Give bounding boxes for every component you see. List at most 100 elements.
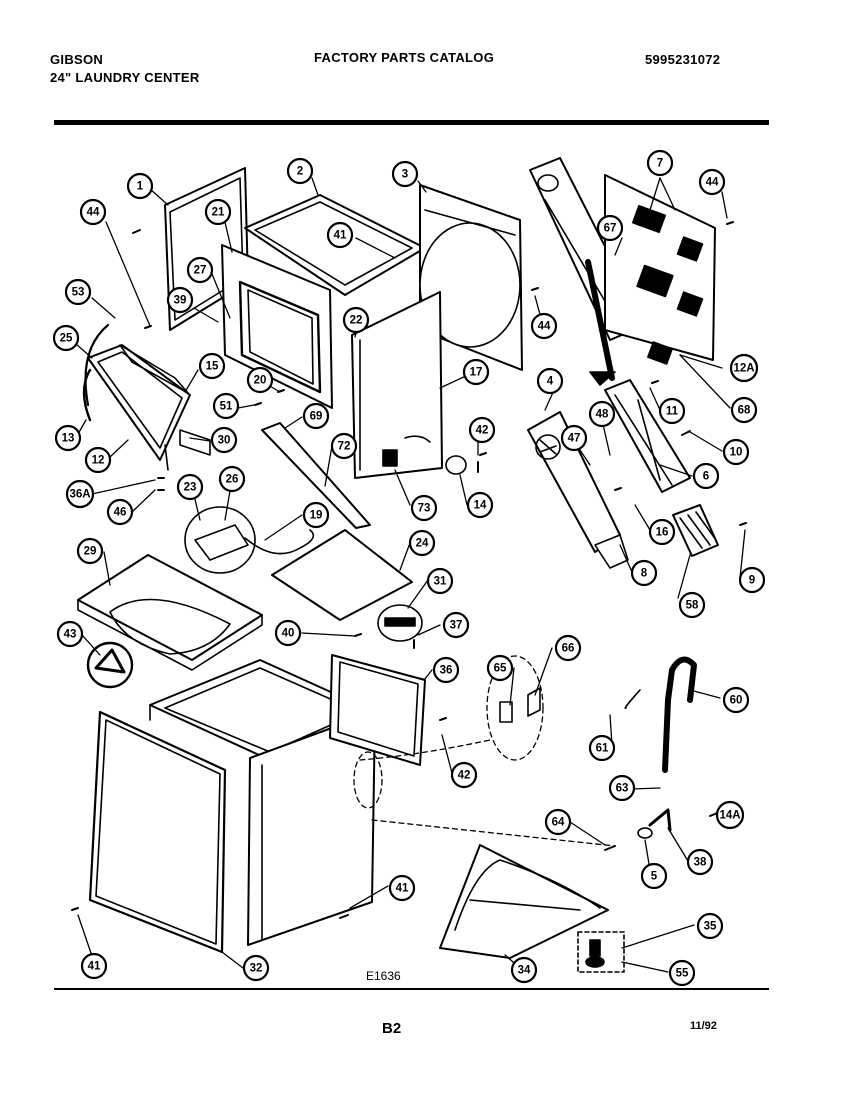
callout-circle (648, 518, 676, 546)
callout-label: 7 (657, 158, 663, 170)
callout-label: 60 (730, 695, 743, 707)
callout-label: 23 (184, 482, 197, 494)
callout-label: 65 (494, 663, 507, 675)
callout-label: 13 (62, 433, 75, 445)
callout-25: 25 (52, 324, 80, 352)
callout-label: 68 (738, 405, 751, 417)
callout-circle (466, 491, 494, 519)
callout-38: 38 (686, 848, 714, 876)
callout-circle (204, 198, 232, 226)
callout-label: 73 (418, 503, 431, 515)
part-door-gasket (84, 323, 110, 407)
callout-label: 51 (220, 401, 233, 413)
callout-15: 15 (198, 352, 226, 380)
part-control-bracket (184, 506, 256, 574)
part-inner-door (82, 344, 191, 461)
callout-label: 69 (310, 411, 323, 423)
callout-13: 13 (54, 424, 82, 452)
callout-60: 60 (722, 686, 750, 714)
callout-51: 51 (212, 392, 240, 420)
callout-label: 39 (174, 295, 187, 307)
callout-circle (408, 529, 436, 557)
callout-label: 1 (137, 181, 144, 193)
callout-circle (560, 424, 588, 452)
callout-58: 58 (678, 591, 706, 619)
callout-circle (410, 494, 438, 522)
callout-label: 31 (434, 576, 447, 588)
header-rule (54, 120, 769, 125)
callout-47: 47 (560, 424, 588, 452)
part-control-knob (445, 455, 467, 475)
part-base-pan (439, 844, 609, 959)
callout-circle (588, 400, 616, 428)
callout-label: 12 (92, 455, 105, 467)
callout-circle (536, 367, 564, 395)
callout-2: 2 (286, 157, 314, 185)
part-heater-element (672, 504, 719, 557)
part-base-panel (271, 529, 413, 621)
callout-label: 36 (440, 665, 453, 677)
part-wire-harness (244, 529, 315, 555)
callout-label: 21 (212, 207, 225, 219)
callout-label: 63 (616, 783, 629, 795)
callout-circle (274, 619, 302, 647)
callout-label: 66 (562, 643, 575, 655)
callout-circle (646, 149, 674, 177)
callout-14a: 14A (715, 800, 745, 830)
callout-label: 37 (450, 620, 463, 632)
callout-12: 12 (84, 446, 112, 474)
callout-circle (544, 808, 572, 836)
callout-circle (388, 874, 416, 902)
callout-label: 8 (641, 568, 648, 580)
callout-circle (302, 402, 330, 430)
part-drum-bulkhead (419, 184, 523, 371)
callout-label: 38 (694, 857, 707, 869)
part-hidden-lines (353, 655, 616, 847)
callout-label: 11 (666, 406, 679, 418)
callout-circle (510, 956, 538, 984)
callout-circle (692, 462, 720, 490)
callout-label: 58 (686, 600, 699, 612)
callout-circle (246, 366, 274, 394)
part-screws (71, 221, 747, 919)
callout-22: 22 (342, 306, 370, 334)
callout-circle (715, 800, 745, 830)
callout-circle (330, 432, 358, 460)
callout-41: 41 (388, 874, 416, 902)
callout-35: 35 (696, 912, 724, 940)
brand-name: GIBSON (50, 52, 104, 67)
callout-label: 42 (476, 425, 489, 437)
callout-26: 26 (218, 465, 246, 493)
callout-label: 26 (226, 474, 239, 486)
callout-label: 6 (703, 471, 709, 483)
callout-label: 72 (338, 441, 351, 453)
callout-label: 16 (656, 527, 669, 539)
callout-67: 67 (596, 214, 624, 242)
callout-label: 29 (84, 546, 97, 558)
callout-circle (342, 306, 370, 334)
callout-label: 24 (416, 538, 429, 550)
callout-label: 15 (206, 361, 219, 373)
callout-12a: 12A (729, 353, 759, 383)
part-washer (637, 827, 653, 839)
callout-7: 7 (646, 149, 674, 177)
callout-circle (198, 352, 226, 380)
callout-29: 29 (76, 537, 104, 565)
callout-circle (686, 848, 714, 876)
callout-72: 72 (330, 432, 358, 460)
callout-circle (391, 160, 419, 188)
callout-label: 48 (596, 409, 609, 421)
callout-39: 39 (166, 286, 194, 314)
callout-label: 20 (254, 375, 267, 387)
callout-circle (176, 473, 204, 501)
callout-circle (326, 221, 354, 249)
callout-circle (630, 559, 658, 587)
callout-30: 30 (210, 426, 238, 454)
part-access-panel (329, 654, 426, 766)
callout-19: 19 (302, 501, 330, 529)
callout-label: 43 (64, 629, 77, 641)
part-drain-hose (624, 656, 697, 773)
callout-label: 44 (538, 321, 551, 333)
callout-label: 4 (547, 376, 554, 388)
